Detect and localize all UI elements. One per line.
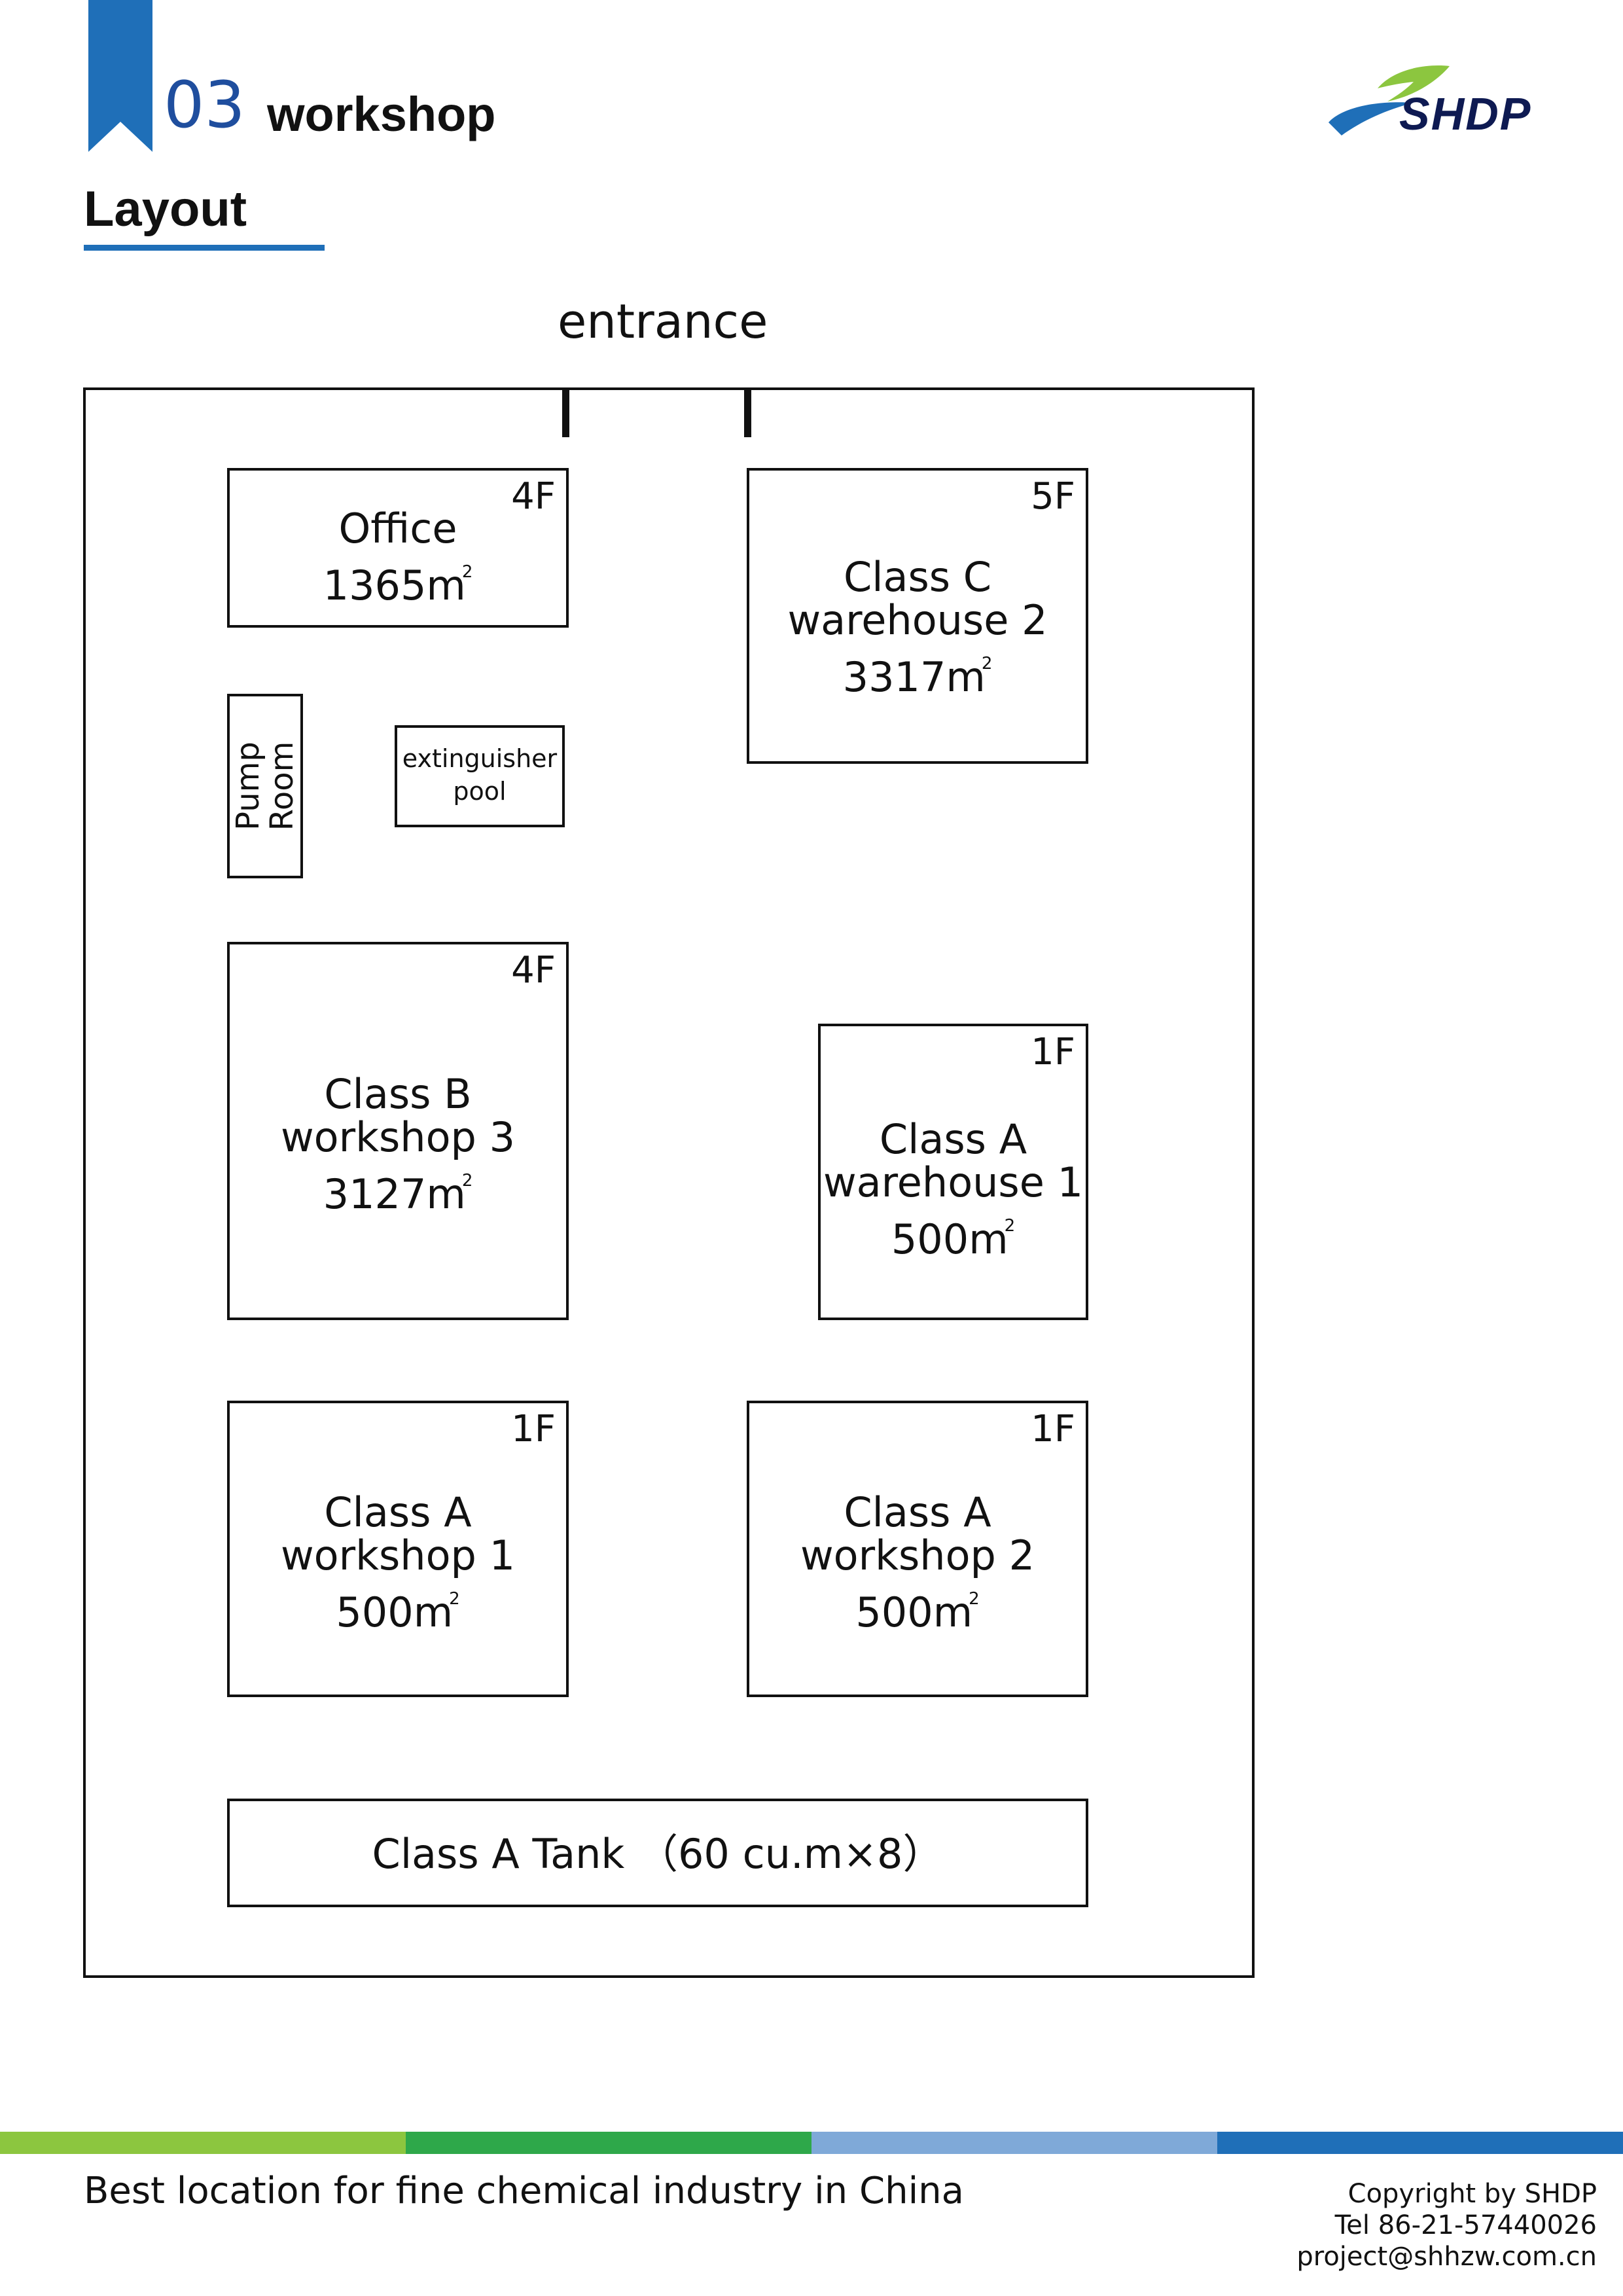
pool-label-line1: extinguisher bbox=[402, 744, 558, 773]
logo-text: SHDP bbox=[1399, 88, 1532, 139]
office-building: 4F Office 1365m2 bbox=[227, 468, 569, 628]
floor-count: 1F bbox=[511, 1408, 556, 1450]
building-name-line2: workshop 1 bbox=[280, 1532, 516, 1579]
building-area: 500m2 bbox=[891, 1215, 1016, 1263]
page-subtitle: Layout bbox=[84, 181, 247, 237]
footer-tel: Tel 86-21-57440026 bbox=[1334, 2210, 1597, 2240]
class-a-workshop-2: 1F Class A workshop 2 500m2 bbox=[747, 1401, 1088, 1697]
shdp-logo-icon bbox=[1329, 65, 1450, 135]
class-b-workshop-3: 4F Class B workshop 3 3127m2 bbox=[227, 942, 569, 1320]
footer-tagline: Best location for fine chemical industry… bbox=[84, 2170, 964, 2212]
footer-bar-blue-light bbox=[812, 2132, 1217, 2154]
building-area: 1365m2 bbox=[323, 562, 473, 609]
footer-bar-blue bbox=[1217, 2132, 1623, 2154]
section-title: workshop bbox=[267, 87, 496, 141]
building-name-line1: Class C bbox=[843, 553, 992, 601]
tank-label: Class A Tank （60 cu.m×8） bbox=[372, 1830, 944, 1878]
building-name: Office bbox=[338, 505, 457, 552]
building-name-line1: Class A bbox=[844, 1488, 991, 1536]
footer-bar-green bbox=[406, 2132, 812, 2154]
class-a-warehouse-1: 1F Class A warehouse 1 500m2 bbox=[818, 1024, 1088, 1320]
entrance-label: entrance bbox=[558, 294, 768, 349]
pump-room-label: Pump Room bbox=[230, 741, 300, 831]
building-name-line2: warehouse 2 bbox=[787, 596, 1048, 644]
building-name-line1: Class B bbox=[324, 1070, 472, 1118]
building-name-line2: workshop 3 bbox=[280, 1113, 516, 1161]
pump-room: Pump Room bbox=[227, 694, 303, 878]
building-name-line1: Class A bbox=[879, 1115, 1027, 1163]
footer-contact: Copyright by SHDP Tel 86-21-57440026 pro… bbox=[1296, 2178, 1597, 2272]
class-c-warehouse-2: 5F Class C warehouse 2 3317m2 bbox=[747, 468, 1088, 764]
subtitle-underline bbox=[84, 245, 325, 251]
section-number: 03 bbox=[164, 68, 245, 143]
building-name-line2: workshop 2 bbox=[800, 1532, 1035, 1579]
floor-count: 4F bbox=[511, 475, 556, 518]
pool-label-line2: pool bbox=[453, 777, 507, 806]
building-area: 500m2 bbox=[855, 1588, 980, 1636]
company-logo: SHDP bbox=[1315, 62, 1551, 144]
building-name-line2: warehouse 1 bbox=[823, 1158, 1084, 1206]
entrance-gate-right bbox=[744, 387, 751, 437]
footer-bar-green-light bbox=[0, 2132, 406, 2154]
building-name-line1: Class A bbox=[324, 1488, 472, 1536]
footer-email: project@shhzw.com.cn bbox=[1296, 2242, 1597, 2272]
footer-copyright: Copyright by SHDP bbox=[1347, 2179, 1597, 2209]
building-area: 3127m2 bbox=[323, 1170, 473, 1218]
site-boundary bbox=[83, 387, 1255, 1978]
class-a-workshop-1: 1F Class A workshop 1 500m2 bbox=[227, 1401, 569, 1697]
building-area: 3317m2 bbox=[842, 653, 993, 701]
floor-count: 1F bbox=[1031, 1408, 1075, 1450]
section-bookmark-icon bbox=[88, 0, 152, 152]
class-a-tank: Class A Tank （60 cu.m×8） bbox=[227, 1799, 1088, 1907]
floor-count: 5F bbox=[1031, 475, 1075, 518]
entrance-gate-left bbox=[562, 387, 569, 437]
floor-count: 4F bbox=[511, 949, 556, 992]
extinguisher-pool: extinguisher pool bbox=[395, 725, 565, 827]
floor-count: 1F bbox=[1031, 1031, 1075, 1073]
building-area: 500m2 bbox=[336, 1588, 460, 1636]
